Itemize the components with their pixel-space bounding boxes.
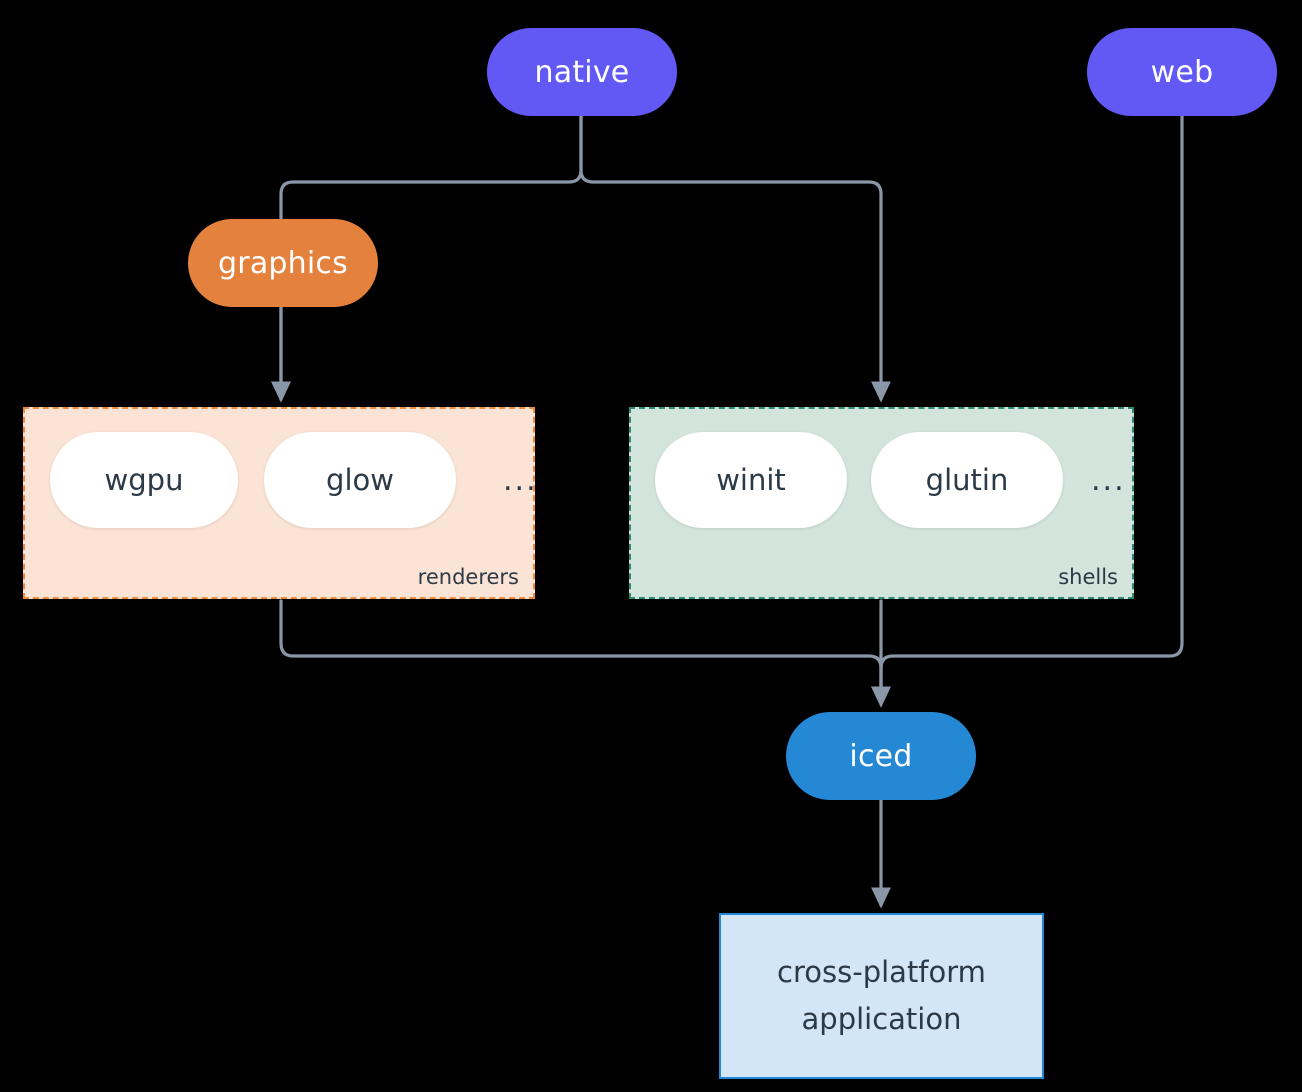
group-shells[interactable]: winit glutin ... shells — [629, 407, 1134, 599]
node-glutin-label: glutin — [925, 463, 1009, 497]
group-renderers-label: renderers — [417, 565, 519, 589]
node-native[interactable]: native — [487, 28, 677, 116]
node-iced[interactable]: iced — [786, 712, 976, 800]
node-glow[interactable]: glow — [264, 432, 456, 528]
group-renderers[interactable]: wgpu glow ... renderers — [23, 407, 538, 599]
node-web[interactable]: web — [1087, 28, 1277, 116]
edge-renderers-to-iced — [279, 599, 891, 708]
node-wgpu[interactable]: wgpu — [50, 432, 238, 528]
shells-overflow-ellipsis: ... — [1091, 463, 1126, 498]
application-label-line2: application — [801, 1002, 962, 1036]
node-iced-label: iced — [849, 738, 913, 774]
node-winit-label: winit — [716, 463, 786, 497]
node-glutin[interactable]: glutin — [871, 432, 1063, 528]
node-graphics[interactable]: graphics — [188, 219, 378, 307]
edge-native-to-shells — [579, 114, 891, 403]
node-native-label: native — [534, 54, 630, 90]
renderers-overflow-ellipsis: ... — [503, 463, 538, 498]
node-graphics-label: graphics — [218, 245, 348, 281]
node-glow-label: glow — [326, 463, 394, 497]
node-cross-platform-application[interactable]: cross-platform application — [719, 913, 1044, 1079]
application-label-line1: cross-platform — [777, 955, 986, 990]
node-web-label: web — [1150, 54, 1214, 90]
group-shells-label: shells — [1058, 565, 1118, 589]
node-winit[interactable]: winit — [655, 432, 847, 528]
node-wgpu-label: wgpu — [104, 463, 184, 497]
